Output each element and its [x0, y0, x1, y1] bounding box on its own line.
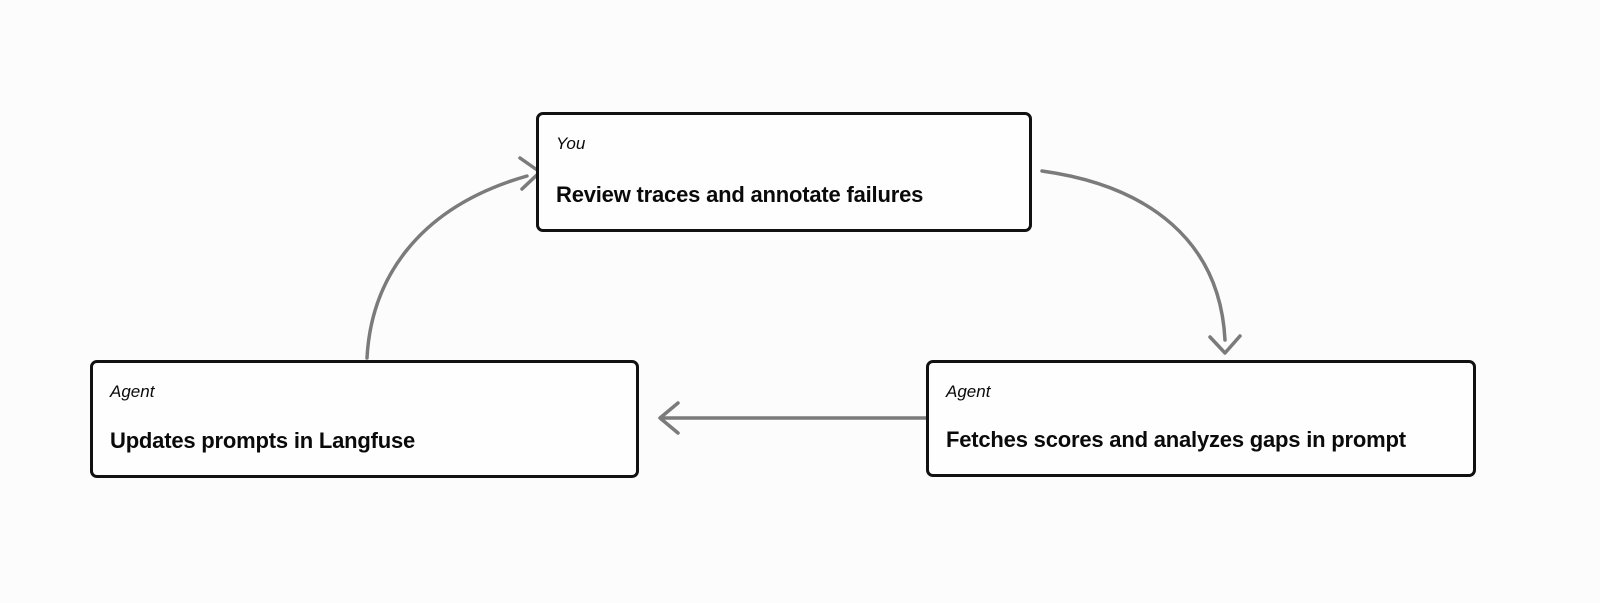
- node-review-traces: You Review traces and annotate failures: [536, 112, 1032, 232]
- arrow-review-to-fetch-head: [1208, 334, 1242, 355]
- arrow-update-to-review: [365, 156, 542, 360]
- node-title: Review traces and annotate failures: [556, 181, 924, 207]
- node-role-label: You: [556, 134, 586, 153]
- node-update-prompts: Agent Updates prompts in Langfuse: [90, 360, 639, 478]
- node-fetch-scores: Agent Fetches scores and analyzes gaps i…: [926, 360, 1476, 477]
- node-title: Updates prompts in Langfuse: [110, 427, 416, 453]
- arrow-update-to-review-line: [365, 174, 529, 360]
- node-title: Fetches scores and analyzes gaps in prom…: [946, 426, 1406, 452]
- arrow-review-to-fetch: [1040, 169, 1242, 355]
- arrow-fetch-to-update-head: [658, 401, 680, 435]
- arrow-fetch-to-update: [658, 401, 932, 435]
- node-role-label: Agent: [946, 382, 991, 401]
- node-role-label: Agent: [110, 382, 155, 401]
- arrow-review-to-fetch-line: [1040, 169, 1227, 342]
